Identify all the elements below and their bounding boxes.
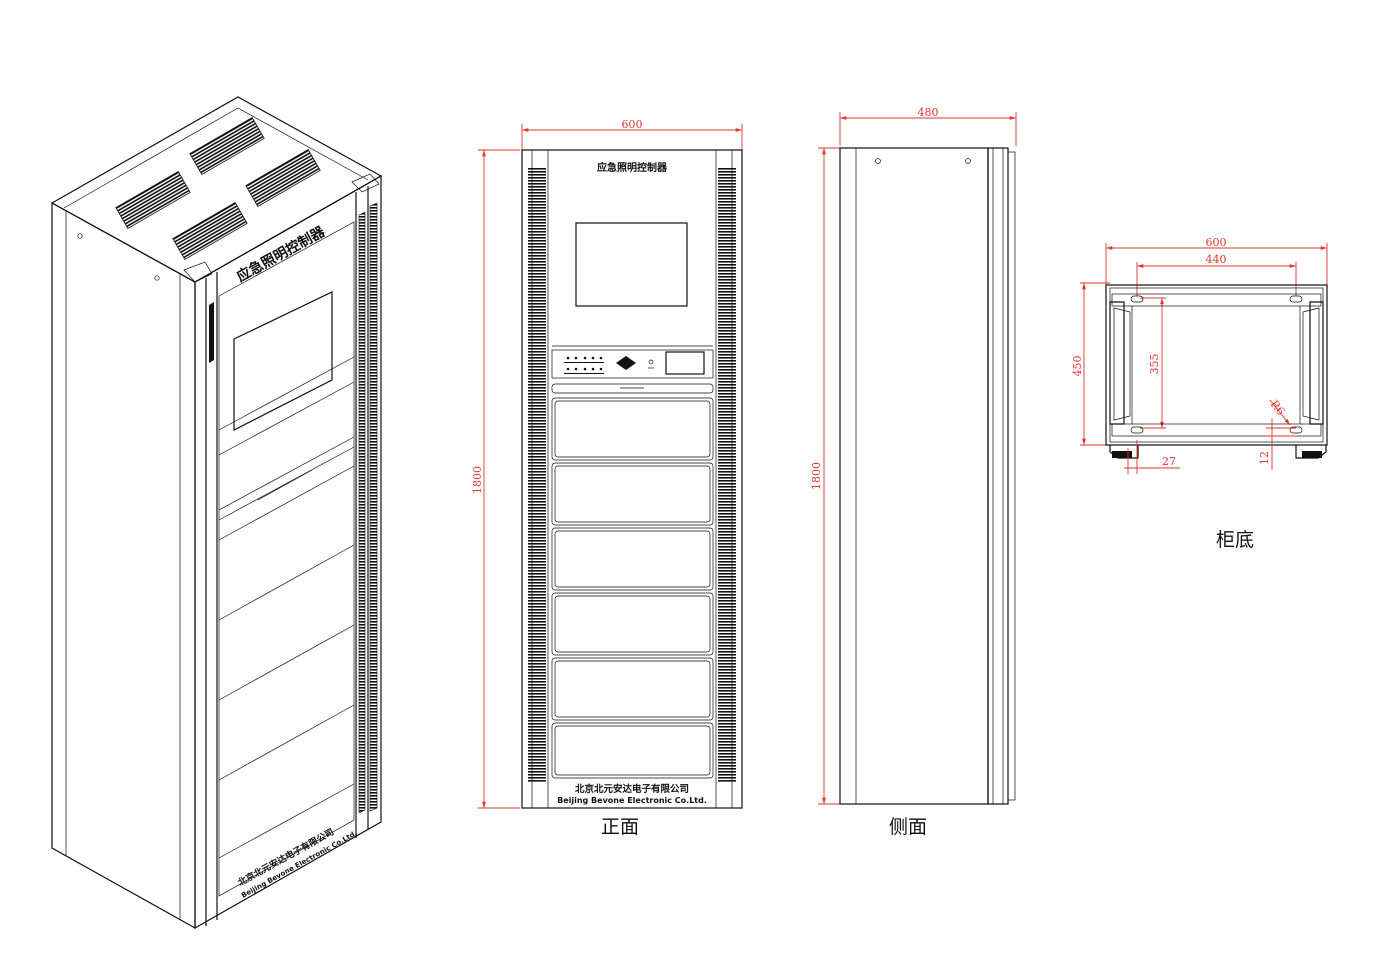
front-title-label: 应急照明控制器 xyxy=(597,161,668,174)
right-vent-strip xyxy=(718,168,736,782)
base-frame xyxy=(1105,284,1328,446)
base-foot-dimension: 27 xyxy=(1162,455,1176,468)
cabinet-top-face xyxy=(50,96,383,283)
front-company-en: Beijing Bevone Electronic Co.Ltd. xyxy=(557,796,707,805)
front-display-screen xyxy=(575,222,688,307)
iso-company-cn: 北京北元安达电子有限公司 xyxy=(236,826,336,889)
top-vent-group xyxy=(115,117,321,260)
top-vent xyxy=(189,117,265,175)
side-depth-dimension: 480 xyxy=(918,106,939,119)
indicator-panel xyxy=(551,349,714,379)
side-door-edge xyxy=(987,147,1009,805)
top-vent xyxy=(172,202,248,260)
brand-logo-icon xyxy=(616,356,636,370)
isometric-view: 应急照明控制器 北京北元安达电子有限公司 Beijing Bevone Elec… xyxy=(50,96,383,930)
iso-display-screen xyxy=(233,291,333,431)
base-foot-height-dimension: 12 xyxy=(1258,451,1271,465)
drawer-modules xyxy=(551,397,714,779)
cabinet-front-face xyxy=(194,174,382,930)
front-width-dimension: 600 xyxy=(622,118,643,131)
iso-title-label: 应急照明控制器 xyxy=(234,223,329,286)
top-vent xyxy=(245,149,321,207)
printer-window xyxy=(665,351,705,375)
base-view-caption: 柜底 xyxy=(1216,529,1254,551)
side-panel xyxy=(839,147,989,805)
base-hole-spacing-dimension: 440 xyxy=(1206,253,1227,266)
indicator-leds xyxy=(564,356,604,374)
front-view-caption: 正面 xyxy=(601,816,639,838)
front-view: 600 1800 应急照明控制器 xyxy=(471,118,743,838)
side-view: 480 1800 侧面 xyxy=(810,106,1017,838)
key-switch-icon xyxy=(648,359,654,365)
base-width-dimension: 600 xyxy=(1206,236,1227,249)
iso-company-en: Beijing Bevone Electronic Co.Ltd. xyxy=(240,829,359,900)
front-company-cn: 北京北元安达电子有限公司 xyxy=(575,783,689,795)
base-view: 600 440 450 355 xyxy=(1071,236,1328,551)
cabinet-side-face xyxy=(51,201,196,930)
top-vent xyxy=(115,171,191,229)
base-inner-depth-dimension: 355 xyxy=(1148,354,1161,375)
front-height-dimension: 1800 xyxy=(471,466,484,494)
side-height-dimension: 1800 xyxy=(810,462,823,490)
side-view-caption: 侧面 xyxy=(889,816,927,838)
left-vent-strip xyxy=(528,168,546,782)
base-depth-dimension: 450 xyxy=(1071,356,1084,377)
front-cabinet-body xyxy=(521,149,743,809)
